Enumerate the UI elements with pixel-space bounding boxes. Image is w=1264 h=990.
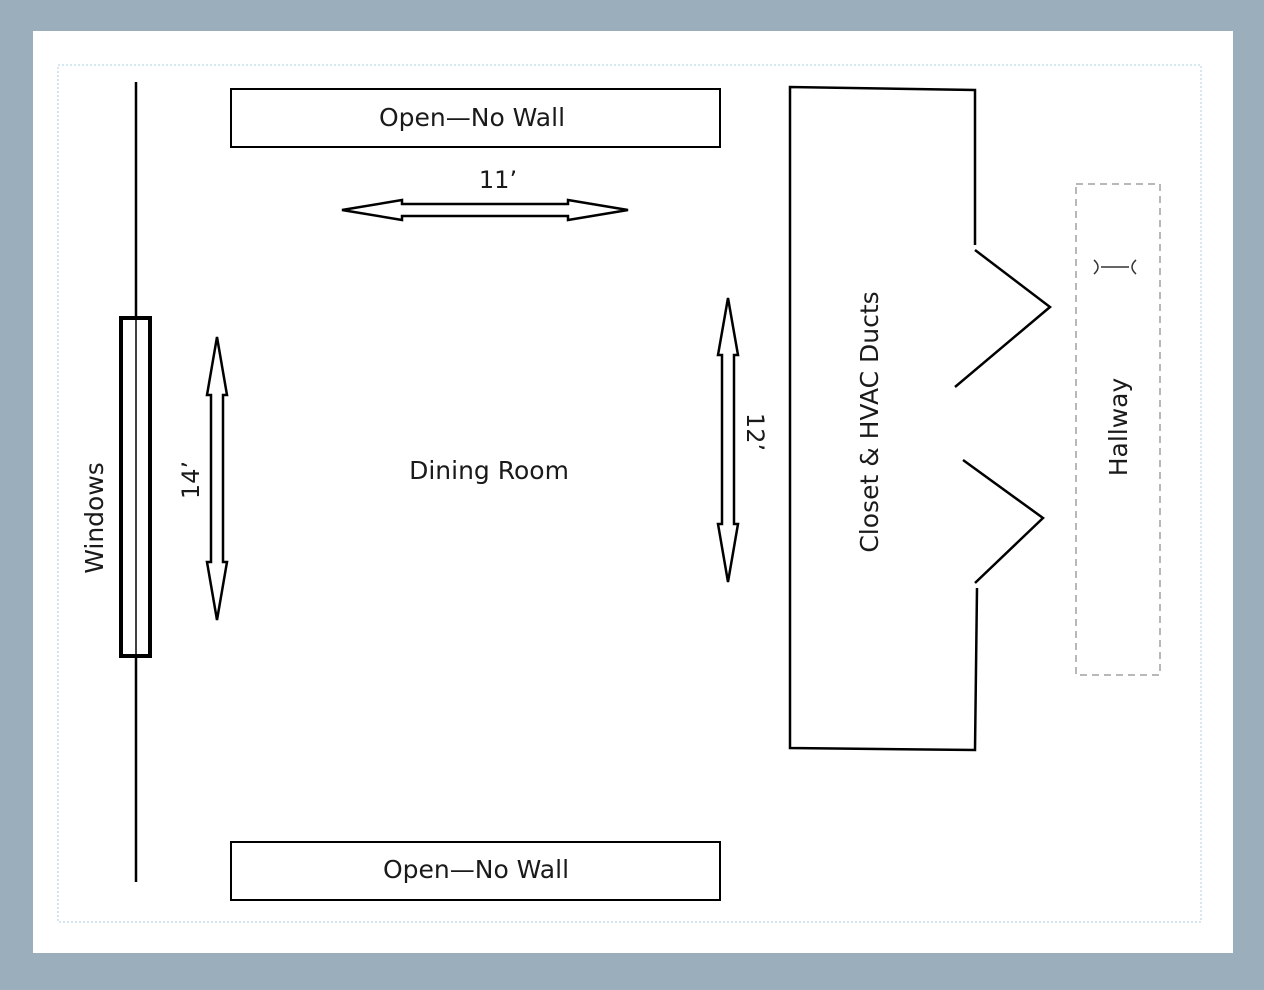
width-dimension-arrow — [341, 198, 629, 222]
closet-label: Closet & HVAC Ducts — [855, 291, 884, 552]
page-background — [33, 31, 1233, 953]
closet-door-lower — [962, 458, 1045, 584]
closet-wall — [788, 85, 979, 752]
windows-label: Windows — [80, 462, 109, 574]
left-dimension-arrow — [205, 336, 229, 621]
top-opening-box — [230, 88, 721, 148]
left-dimension-label: 14’ — [177, 461, 205, 499]
right-dimension-arrow — [716, 297, 740, 583]
room-label: Dining Room — [409, 456, 569, 485]
width-dimension-label: 11’ — [479, 166, 517, 194]
hallway-bracket-icon — [1093, 259, 1137, 275]
top-opening-label: Open—No Wall — [379, 103, 565, 132]
hallway-box — [1075, 183, 1161, 676]
hallway-label: Hallway — [1104, 378, 1133, 477]
right-dimension-label: 12’ — [741, 413, 769, 451]
bottom-opening-label: Open—No Wall — [383, 855, 569, 884]
closet-door-upper — [954, 249, 1052, 388]
bottom-opening-box — [230, 841, 721, 901]
